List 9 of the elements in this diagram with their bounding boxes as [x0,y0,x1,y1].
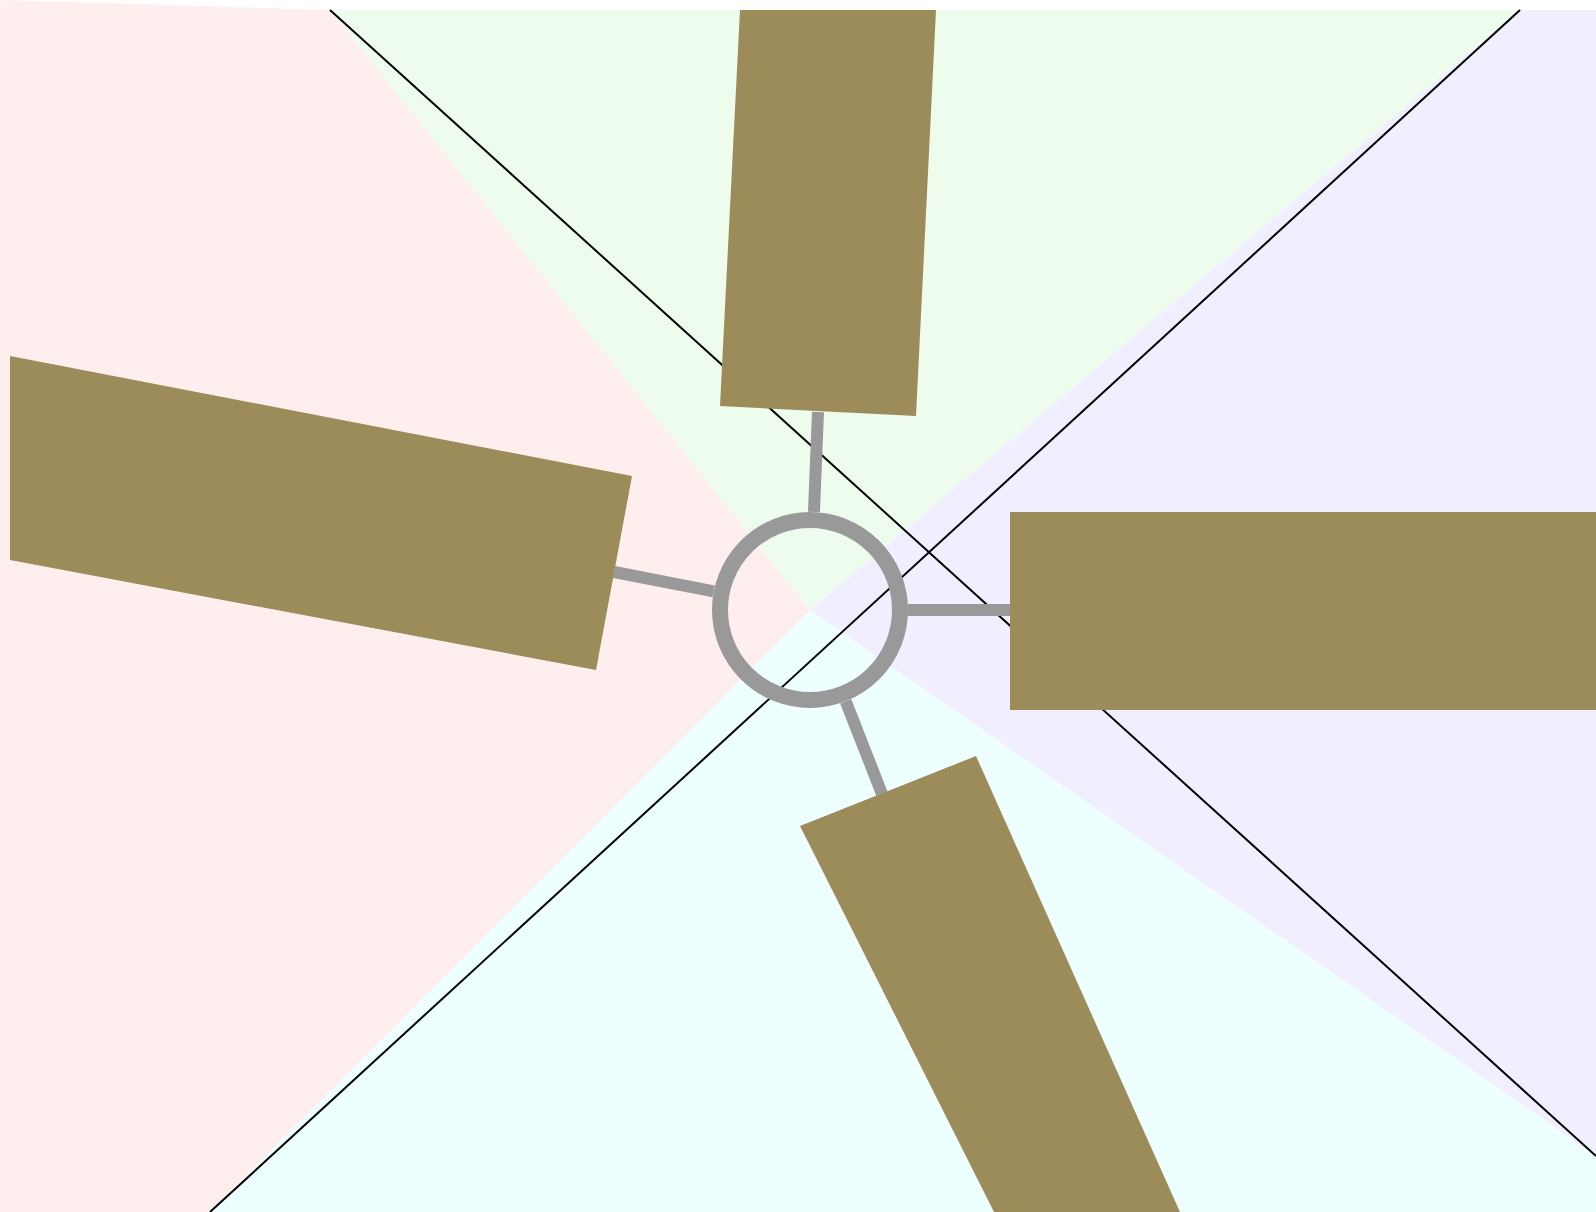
rectangular-bar [800,756,1180,1212]
rectangular-bar [1010,512,1596,710]
rectangular-bar [720,10,936,416]
rectangular-bar [10,356,632,670]
connector-line [840,699,888,797]
connector-line [612,566,715,598]
connector-line [908,604,1010,616]
connector-line [807,411,824,513]
hub-ring [712,512,908,708]
